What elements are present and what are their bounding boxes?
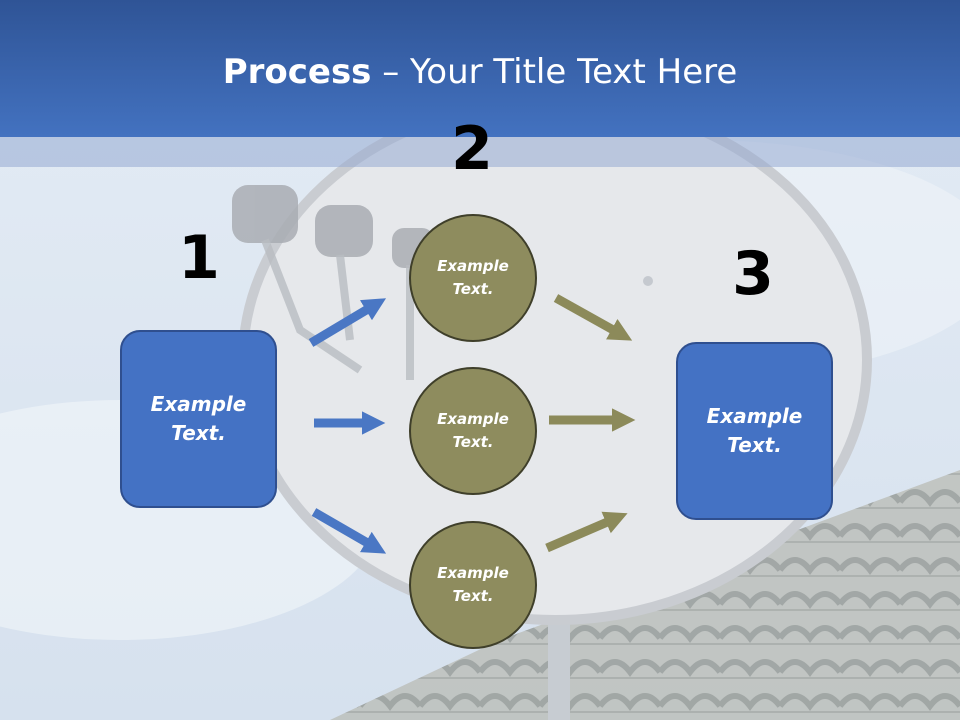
circle-top-label: Example Text. (437, 257, 509, 298)
step-3-box[interactable]: Example Text. (676, 342, 833, 520)
step-2-number: 2 (451, 114, 493, 184)
step-2-circle-top[interactable]: Example Text. (409, 214, 537, 342)
step-1-box[interactable]: Example Text. (120, 330, 277, 508)
step-1-number: 1 (178, 223, 220, 293)
title-bold: Process (222, 52, 372, 92)
step-3-box-label: Example Text. (706, 404, 803, 457)
header-strip (0, 137, 960, 167)
step-1-box-label: Example Text. (150, 392, 247, 445)
step-2-circle-bottom[interactable]: Example Text. (409, 521, 537, 649)
title-bar (0, 0, 960, 137)
circle-middle-label: Example Text. (437, 410, 509, 451)
title-rest: – Your Title Text Here (371, 52, 738, 92)
step-2-circle-middle[interactable]: Example Text. (409, 367, 537, 495)
circle-bottom-label: Example Text. (437, 564, 509, 605)
step-3-number: 3 (732, 239, 774, 309)
slide-title: Process – Your Title Text Here (0, 52, 960, 92)
